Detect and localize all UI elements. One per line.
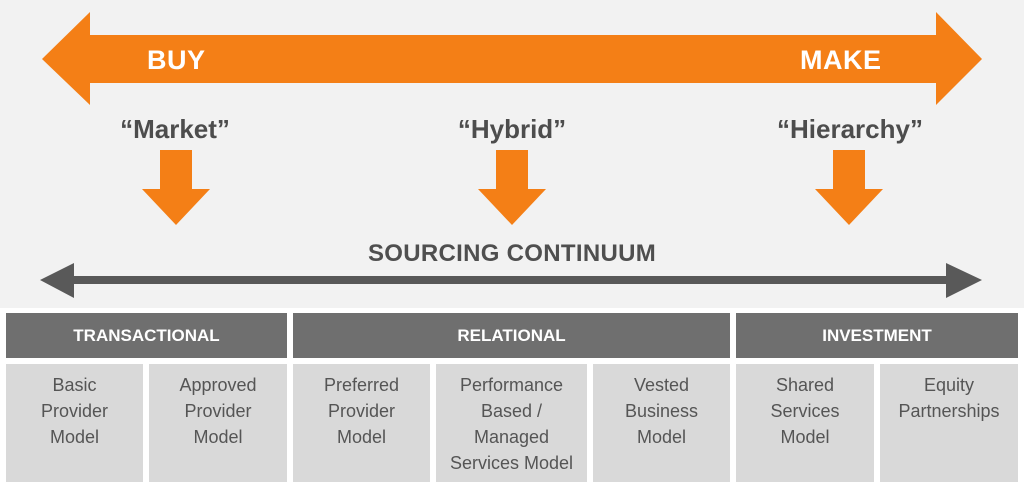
hybrid-down-arrow [478, 150, 546, 225]
model-line: Model [49, 427, 100, 447]
buy-make-arrow [42, 12, 982, 105]
model-line: Approved [179, 375, 257, 395]
model-line: Based / [480, 401, 543, 421]
market-down-arrow [142, 150, 210, 225]
model-line: Equity [923, 375, 975, 395]
arrows-layer [40, 12, 982, 298]
model-line: Business [624, 401, 699, 421]
sourcing-continuum-label: SOURCING CONTINUUM [367, 240, 657, 267]
model-line: Shared [775, 375, 835, 395]
model-line: Basic [52, 375, 97, 395]
model-line: Model [780, 427, 830, 447]
model-vested-business: Vested Business Model [593, 364, 730, 482]
make-label: MAKE [800, 45, 882, 75]
category-investment: INVESTMENT [736, 313, 1018, 358]
model-line: Performance [459, 375, 564, 395]
model-line: Provider [184, 401, 252, 421]
hybrid-label: “Hybrid” [457, 114, 567, 144]
model-basic-provider: Basic Provider Model [6, 364, 143, 482]
category-relational: RELATIONAL [293, 313, 730, 358]
model-line: Provider [40, 401, 109, 421]
model-line: Provider [327, 401, 396, 421]
category-transactional: TRANSACTIONAL [6, 313, 287, 358]
model-line: Partnerships [898, 401, 1000, 421]
model-line: Services [770, 401, 840, 421]
sourcing-continuum-arrow [40, 263, 982, 298]
model-line: Model [193, 427, 243, 447]
model-line: Vested [633, 375, 690, 395]
model-line: Preferred [323, 375, 400, 395]
hierarchy-label: “Hierarchy” [777, 114, 923, 144]
model-performance-based: Performance Based / Managed Services Mod… [436, 364, 587, 482]
model-line: Model [336, 427, 387, 447]
market-label: “Market” [120, 114, 230, 144]
model-preferred-provider: Preferred Provider Model [293, 364, 430, 482]
hierarchy-down-arrow [815, 150, 883, 225]
model-line: Managed [473, 427, 550, 447]
model-approved-provider: Approved Provider Model [149, 364, 287, 482]
model-equity-partnerships: Equity Partnerships [880, 364, 1018, 482]
buy-label: BUY [147, 45, 206, 75]
model-line: Model [636, 427, 687, 447]
model-shared-services: Shared Services Model [736, 364, 874, 482]
model-line: Services Model [449, 453, 574, 473]
